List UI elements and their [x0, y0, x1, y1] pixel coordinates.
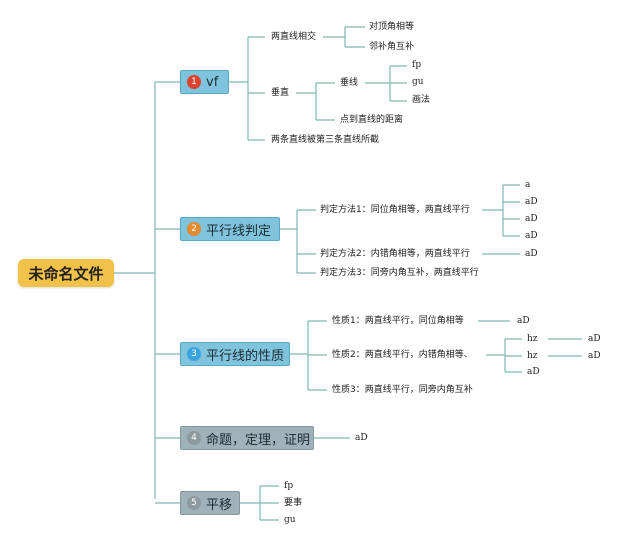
topic-two-lines-intersect[interactable]: 两直线相交: [271, 32, 317, 42]
topic-property-2-hz-1-aD[interactable]: aD: [588, 334, 601, 344]
topic-property-2-aD[interactable]: aD: [527, 367, 540, 377]
topic-property-1[interactable]: 性质1：两直线平行，同位角相等: [332, 316, 464, 326]
root-topic[interactable]: 未命名文件: [18, 259, 114, 287]
topic-property-2-hz-1[interactable]: hz: [527, 334, 538, 344]
topic-property-3[interactable]: 性质3：两直线平行，同旁内角互补: [332, 385, 473, 395]
topic-translation-main[interactable]: 要事: [284, 498, 303, 508]
branch-topic-1-label: vf: [206, 74, 219, 90]
number-marker-2: 2: [187, 222, 201, 236]
topic-transversal[interactable]: 两条直线被第三条直线所截: [271, 135, 380, 145]
branch-topic-5-label: 平移: [206, 497, 233, 513]
branch-topic-2[interactable]: 2 平行线判定: [180, 217, 280, 241]
number-marker-4: 4: [187, 431, 201, 445]
branch-topic-2-label: 平行线判定: [206, 223, 272, 239]
number-marker-5: 5: [187, 496, 201, 510]
topic-point-line-distance[interactable]: 点到直线的距离: [340, 115, 404, 125]
topic-drawing-method[interactable]: 画法: [412, 95, 431, 105]
topic-gu-1[interactable]: gu: [412, 77, 424, 87]
topic-criterion-2[interactable]: 判定方法2：内错角相等，两直线平行: [320, 249, 470, 259]
topic-perpendicular-line[interactable]: 垂线: [340, 78, 359, 88]
topic-criterion-1[interactable]: 判定方法1：同位角相等，两直线平行: [320, 205, 470, 215]
topic-criterion-2-aD[interactable]: aD: [525, 249, 538, 259]
topic-property-2[interactable]: 性质2：两直线平行，内错角相等、: [332, 350, 473, 360]
topic-criterion-1-aD-2[interactable]: aD: [525, 214, 538, 224]
topic-proposition-aD[interactable]: aD: [355, 433, 368, 443]
branch-topic-4[interactable]: 4 命题，定理，证明: [180, 426, 314, 450]
topic-fp-1[interactable]: fp: [412, 60, 422, 70]
topic-translation-gu[interactable]: gu: [284, 515, 296, 525]
number-marker-3: 3: [187, 347, 201, 361]
topic-perpendicular[interactable]: 垂直: [271, 88, 290, 98]
branch-topic-4-label: 命题，定理，证明: [206, 432, 311, 448]
topic-property-1-aD[interactable]: aD: [517, 316, 530, 326]
topic-criterion-1-a[interactable]: a: [525, 180, 531, 190]
branch-topic-5[interactable]: 5 平移: [180, 491, 240, 515]
number-marker-1: 1: [187, 75, 201, 89]
branch-topic-3[interactable]: 3 平行线的性质: [180, 342, 290, 366]
topic-criterion-3[interactable]: 判定方法3：同旁内角互补，两直线平行: [320, 268, 479, 278]
root-topic-label: 未命名文件: [28, 264, 104, 283]
topic-property-2-hz-2-aD[interactable]: aD: [588, 351, 601, 361]
topic-property-2-hz-2[interactable]: hz: [527, 351, 538, 361]
topic-criterion-1-aD-1[interactable]: aD: [525, 197, 538, 207]
topic-criterion-1-aD-3[interactable]: aD: [525, 231, 538, 241]
topic-vertical-angles[interactable]: 对顶角相等: [369, 22, 415, 32]
topic-adjacent-supplementary[interactable]: 邻补角互补: [369, 42, 415, 52]
topic-translation-fp[interactable]: fp: [284, 481, 294, 491]
branch-topic-1[interactable]: 1 vf: [180, 70, 229, 94]
branch-topic-3-label: 平行线的性质: [206, 348, 285, 364]
